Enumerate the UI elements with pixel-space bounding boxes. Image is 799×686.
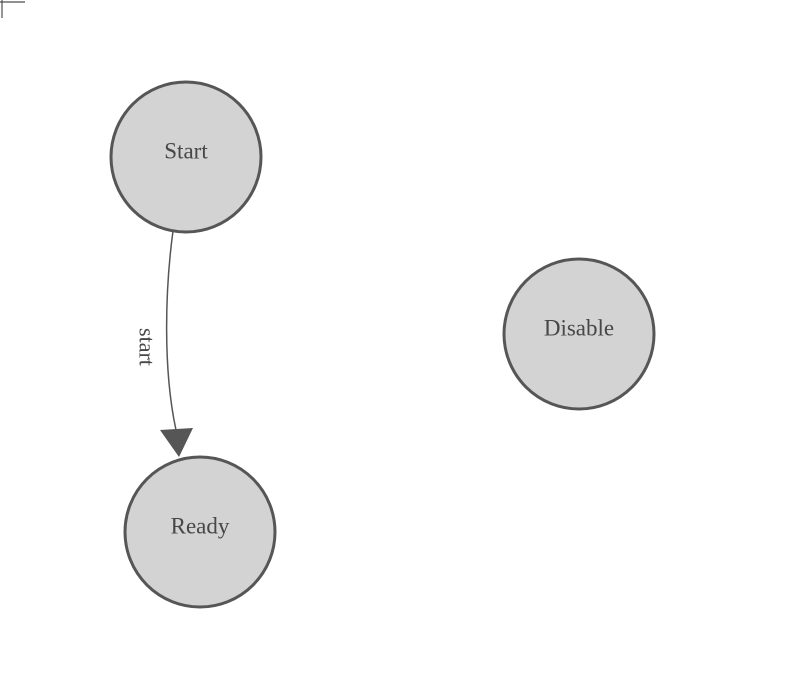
transition-label[interactable]: start (135, 328, 160, 366)
state-circle-disable[interactable] (502, 257, 656, 411)
state-label-start: Start (164, 139, 208, 164)
state-node-start[interactable]: Start (109, 80, 263, 234)
transition-curve[interactable] (165, 230, 177, 431)
transition-start-to-ready[interactable]: start (135, 230, 194, 457)
canvas-corner-mark (0, 0, 25, 18)
state-node-ready[interactable]: Ready (123, 455, 277, 609)
state-label-ready: Ready (171, 514, 230, 539)
state-node-disable[interactable]: Disable (502, 257, 656, 411)
state-label-disable: Disable (544, 316, 614, 341)
arrowhead-icon (160, 428, 193, 457)
state-circle-start[interactable] (109, 80, 263, 234)
state-circle-ready[interactable] (123, 455, 277, 609)
